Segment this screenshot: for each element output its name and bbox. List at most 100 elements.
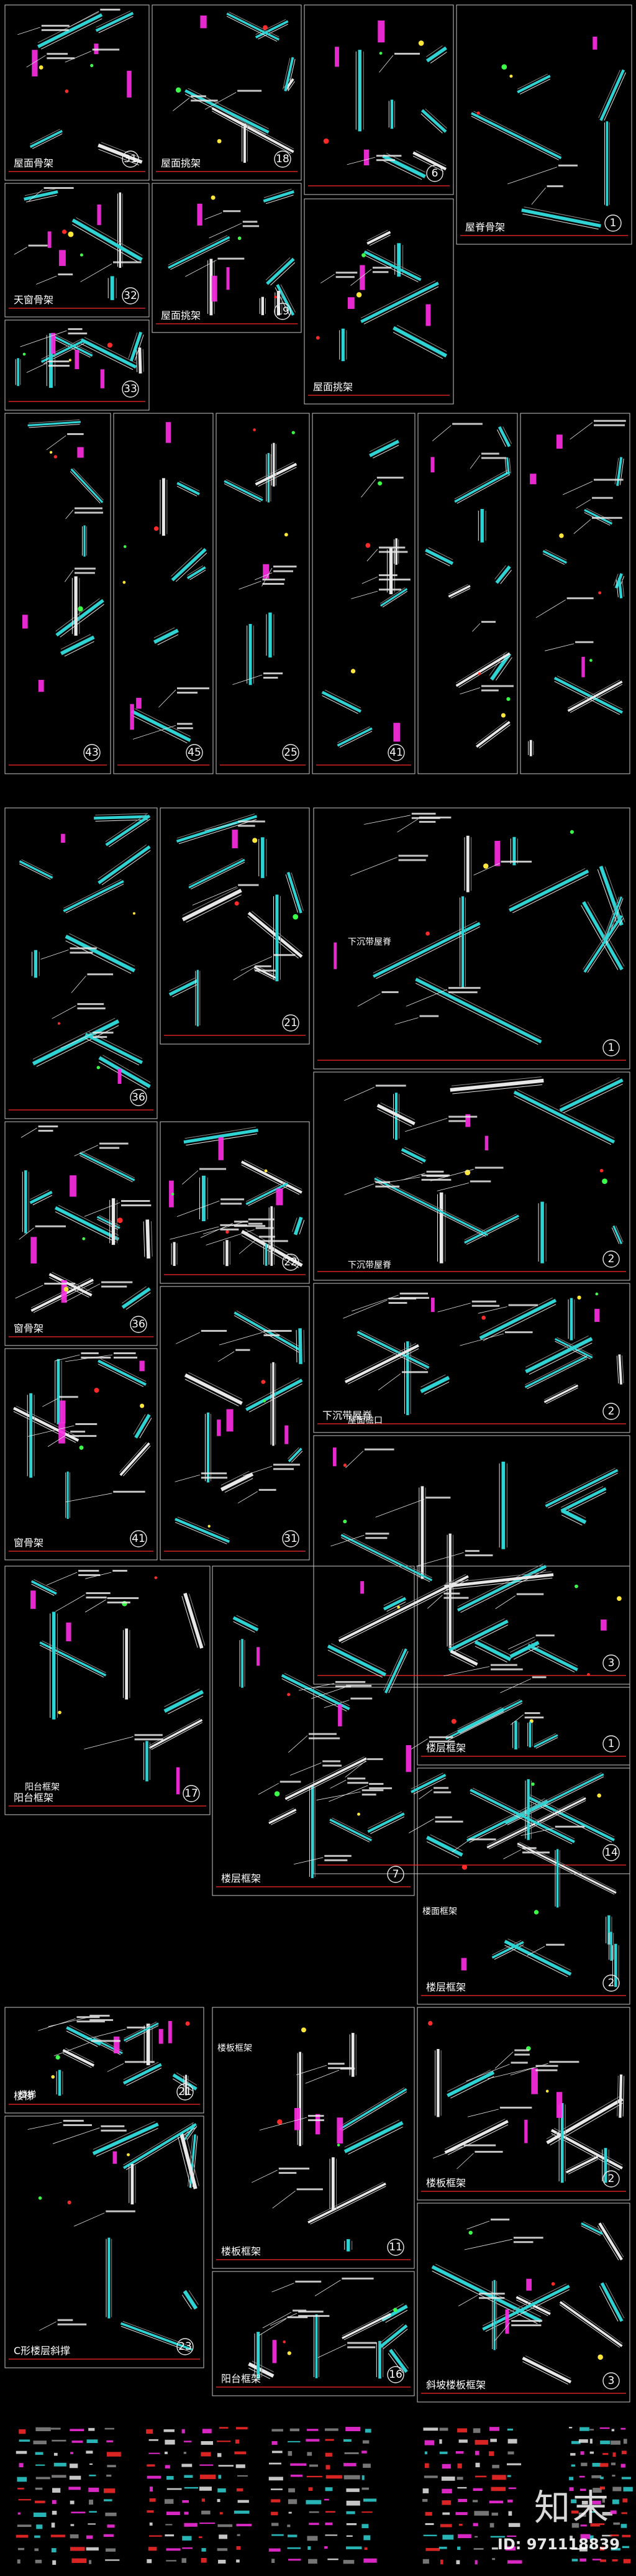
- detail-number: 22: [284, 1256, 298, 1268]
- panel-frame: [113, 413, 214, 774]
- detail-number-circle: [282, 1254, 299, 1271]
- panel-frame: [417, 1767, 630, 2005]
- detail-number: 43: [85, 746, 99, 759]
- panel-frames: [4, 4, 632, 2403]
- steel-frame-sketch: [316, 229, 447, 362]
- detail-number-circle: [274, 150, 291, 168]
- isometric-steel-frame-drawings: [9, 9, 633, 2565]
- panel-frame: [4, 2115, 204, 2368]
- panel-caption: 楼层框架: [426, 1981, 466, 1993]
- panel-caption: 楼层框架: [221, 1872, 261, 1884]
- thumbnail-sheet: [146, 2427, 252, 2564]
- steel-frame-sketch: [169, 1127, 305, 1268]
- panel-caption: 阳台框架: [14, 1792, 53, 1804]
- steel-frame-sketch: [323, 20, 447, 180]
- detail-number-circle: [602, 2372, 620, 2390]
- panel-frame: [313, 1283, 630, 1433]
- detail-number: 45: [188, 746, 201, 759]
- detail-number: 25: [284, 746, 298, 759]
- panel-caption: C形楼层斜撑: [14, 2345, 70, 2357]
- steel-frame-sketch: [224, 428, 298, 685]
- panel-caption: 下沉带屋脊: [322, 1409, 372, 1421]
- steel-frame-sketch: [471, 36, 627, 230]
- detail-number-circle: [186, 744, 203, 761]
- panel-frame: [152, 4, 302, 181]
- panel-caption: 屋面挑架: [161, 157, 201, 169]
- panel-frame: [152, 183, 302, 333]
- steel-frame-sketch: [232, 1581, 409, 1878]
- section-label: 楼板框架: [217, 2043, 252, 2053]
- detail-number: 2: [608, 1977, 615, 1989]
- detail-number-circle: [602, 1039, 620, 1057]
- steel-frame-sketch: [175, 1310, 305, 1544]
- panel-frame: [304, 4, 454, 195]
- detail-number-circle: [130, 1530, 147, 1547]
- detail-number: 2: [608, 2173, 615, 2185]
- detail-number: 11: [389, 2241, 402, 2253]
- panel-frame: [520, 413, 630, 774]
- steel-frame-sketch: [15, 328, 144, 388]
- detail-number: 19: [276, 305, 289, 318]
- detail-number-circle: [602, 1403, 620, 1420]
- detail-number: 36: [132, 1091, 145, 1104]
- watermark-id: ID: 971118839: [497, 2536, 620, 2553]
- panel-frame: [4, 1565, 211, 1815]
- detail-number-circle: [387, 2239, 404, 2256]
- detail-number-circle: [426, 165, 443, 182]
- thumbnail-sheet: [268, 2427, 377, 2564]
- panel-frame: [212, 2271, 415, 2396]
- panel-frame: [456, 4, 632, 245]
- steel-frame-sketch: [426, 1779, 619, 1987]
- detail-number-circle: [387, 2366, 404, 2383]
- detail-number: 41: [132, 1533, 145, 1545]
- steel-frame-sketch: [427, 1571, 622, 1748]
- steel-frame-sketch: [334, 812, 625, 1045]
- detail-number-circle: [130, 1089, 147, 1106]
- detail-number: 2: [608, 1405, 615, 1418]
- thumbnail-sheet: [568, 2427, 633, 2564]
- detail-number: 41: [389, 746, 403, 759]
- detail-number: 7: [393, 1868, 399, 1881]
- steel-frame-sketch: [30, 1570, 206, 1795]
- section-label: 楼梯: [19, 2090, 36, 2100]
- detail-number: 3: [608, 1657, 615, 1669]
- panel-frame: [4, 319, 150, 411]
- panel-caption: 楼板框架: [426, 2177, 466, 2189]
- detail-number: 1: [610, 217, 617, 229]
- panel-frame: [4, 1121, 158, 1346]
- panel-frame: [212, 1565, 415, 1896]
- detail-number-circle: [282, 1530, 299, 1547]
- detail-number: 31: [124, 153, 137, 165]
- detail-number-circle: [130, 1316, 147, 1333]
- section-label: 屋面檐口: [348, 1416, 383, 1426]
- steel-frame-sketch: [15, 1125, 153, 1313]
- panel-caption: 窗骨架: [14, 1537, 43, 1549]
- panel-frame: [313, 1071, 630, 1281]
- panel-frame: [417, 1565, 630, 1766]
- detail-number-circle: [176, 2338, 194, 2355]
- panel-frame: [160, 1121, 310, 1284]
- detail-number-circle: [274, 303, 291, 320]
- panel-caption: 屋面骨架: [14, 157, 53, 169]
- panel-caption: 屋面挑架: [313, 381, 353, 393]
- detail-number-circle: [176, 2083, 194, 2101]
- detail-number: 6: [432, 167, 438, 180]
- detail-number-circle: [387, 1866, 404, 1883]
- steel-frame-sketch: [528, 419, 626, 756]
- steel-frame-sketch: [14, 187, 143, 300]
- panel-frame: [216, 413, 310, 774]
- detail-number-circle: [282, 744, 299, 761]
- steel-frame-sketch: [27, 2120, 199, 2352]
- detail-number: 17: [184, 1787, 198, 1800]
- watermark-logo: 知末: [534, 2487, 611, 2529]
- steel-frame-sketch: [38, 2014, 198, 2096]
- detail-number-circle: [282, 1014, 299, 1032]
- section-label: 下沉带屋脊: [348, 1260, 391, 1270]
- panel-caption: 楼板框架: [221, 2245, 261, 2257]
- panel-caption: 阳台框架: [221, 2373, 261, 2385]
- thumbnail-sheet: [16, 2427, 121, 2565]
- steel-frame-sketch: [425, 423, 514, 749]
- steel-frame-sketch: [17, 9, 143, 166]
- panel-frame: [417, 2202, 630, 2403]
